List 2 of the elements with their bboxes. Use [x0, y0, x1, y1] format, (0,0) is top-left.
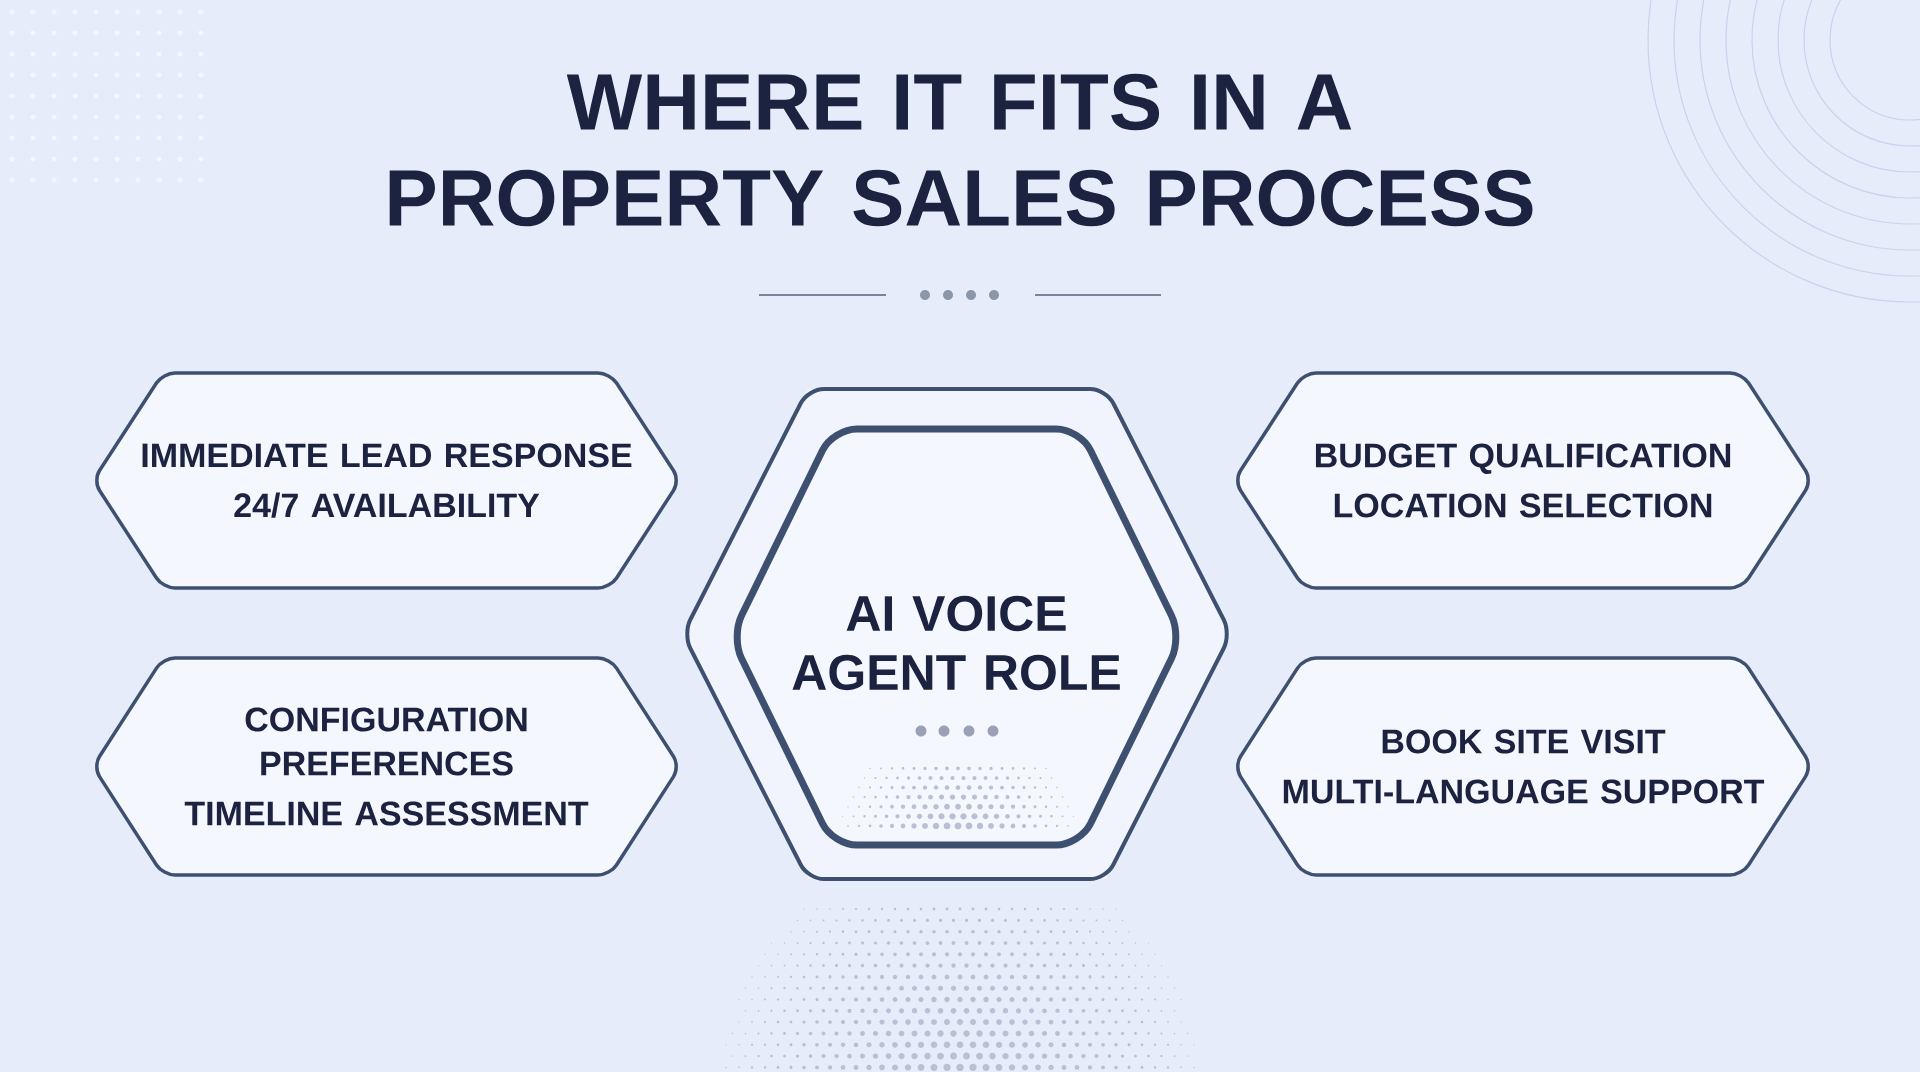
title: WHERE IT FITS IN A PROPERTY SALES PROCESS: [389, 73, 1533, 227]
hexagon-box: AI VOICE AGENT ROLE: [683, 387, 1231, 881]
